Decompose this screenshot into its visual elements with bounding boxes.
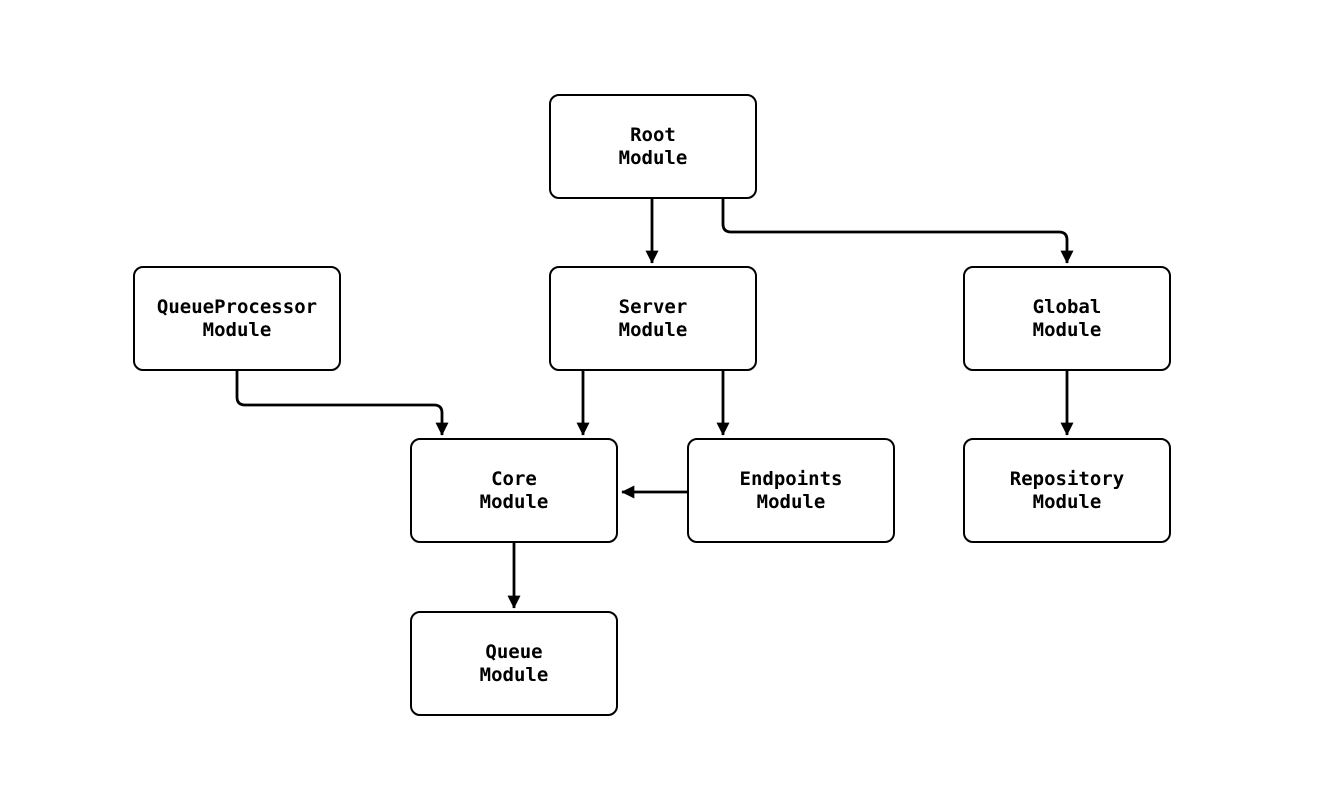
node-queue-module: Queue Module: [410, 611, 618, 716]
node-label-line: Module: [479, 490, 549, 513]
node-label-line: QueueProcessor: [156, 295, 318, 318]
node-label-line: Endpoints: [739, 467, 843, 490]
node-label-line: Server: [618, 295, 688, 318]
node-label-line: Module: [618, 318, 688, 341]
node-queueprocessor-module: QueueProcessor Module: [133, 266, 341, 371]
node-label-line: Module: [618, 146, 688, 169]
node-label-line: Root: [630, 123, 676, 146]
node-label-line: Module: [479, 663, 549, 686]
node-endpoints-module: Endpoints Module: [687, 438, 895, 543]
node-label-line: Global: [1032, 295, 1102, 318]
node-label-line: Module: [1032, 490, 1102, 513]
node-label-line: Core: [491, 467, 537, 490]
node-repository-module: Repository Module: [963, 438, 1171, 543]
node-label-line: Module: [756, 490, 826, 513]
node-label-line: Module: [202, 318, 272, 341]
node-server-module: Server Module: [549, 266, 757, 371]
node-label-line: Repository: [1009, 467, 1125, 490]
node-label-line: Module: [1032, 318, 1102, 341]
node-root-module: Root Module: [549, 94, 757, 199]
node-global-module: Global Module: [963, 266, 1171, 371]
edge-queueprocessor-to-core: [235, 371, 449, 436]
edge-root-to-global: [721, 199, 1074, 264]
node-core-module: Core Module: [410, 438, 618, 543]
node-label-line: Queue: [485, 640, 543, 663]
